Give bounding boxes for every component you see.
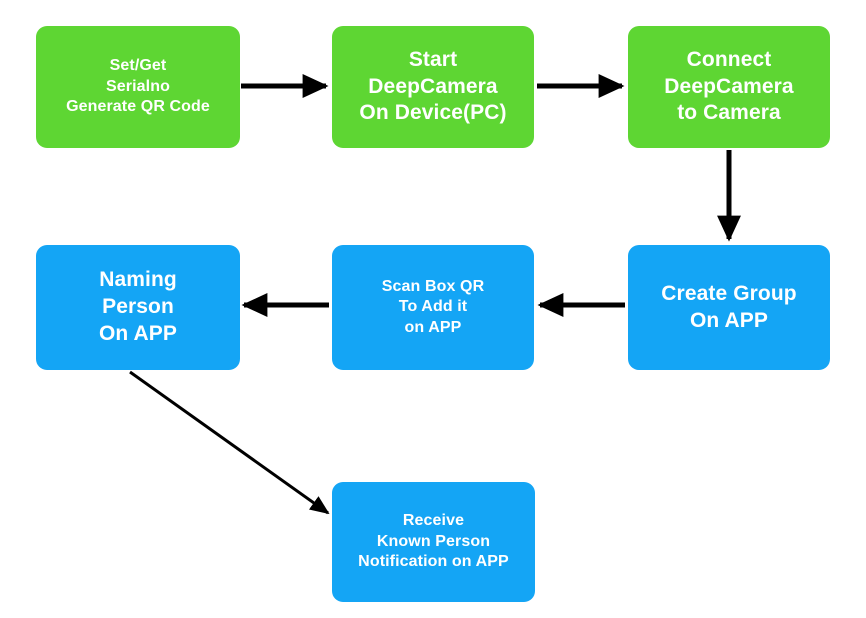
node-label-line: Known Person: [376, 532, 491, 550]
node-label-line: Notification on APP: [358, 553, 509, 571]
node-create-group[interactable]: Create Group On APP: [628, 245, 830, 370]
node-label-line: DeepCamera: [664, 74, 794, 98]
node-scan-box-qr[interactable]: Scan Box QR To Add it on APP: [332, 245, 534, 370]
node-label-line: Start: [408, 47, 458, 71]
node-label-line: On APP: [690, 308, 768, 332]
node-label-line: Receive: [402, 512, 465, 530]
node-label-line: Naming: [99, 268, 177, 292]
arrow-edge-naming-to-receive: [129, 370, 330, 515]
node-label-line: Scan Box QR: [381, 277, 485, 295]
node-label-line: DeepCamera: [368, 74, 498, 98]
node-label-line: to Camera: [677, 101, 781, 125]
node-label-line: Serialno: [106, 77, 170, 95]
node-label-line: Set/Get: [109, 57, 167, 75]
node-label-line: Generate QR Code: [66, 98, 210, 116]
node-label-line: On APP: [99, 321, 177, 345]
node-label-line: Connect: [686, 47, 772, 71]
node-label-line: To Add it: [398, 298, 468, 316]
node-label-line: Create Group: [661, 281, 797, 305]
node-label-line: Person: [102, 295, 174, 319]
node-label-line: On Device(PC): [359, 101, 507, 125]
node-label-line: on APP: [404, 318, 462, 336]
